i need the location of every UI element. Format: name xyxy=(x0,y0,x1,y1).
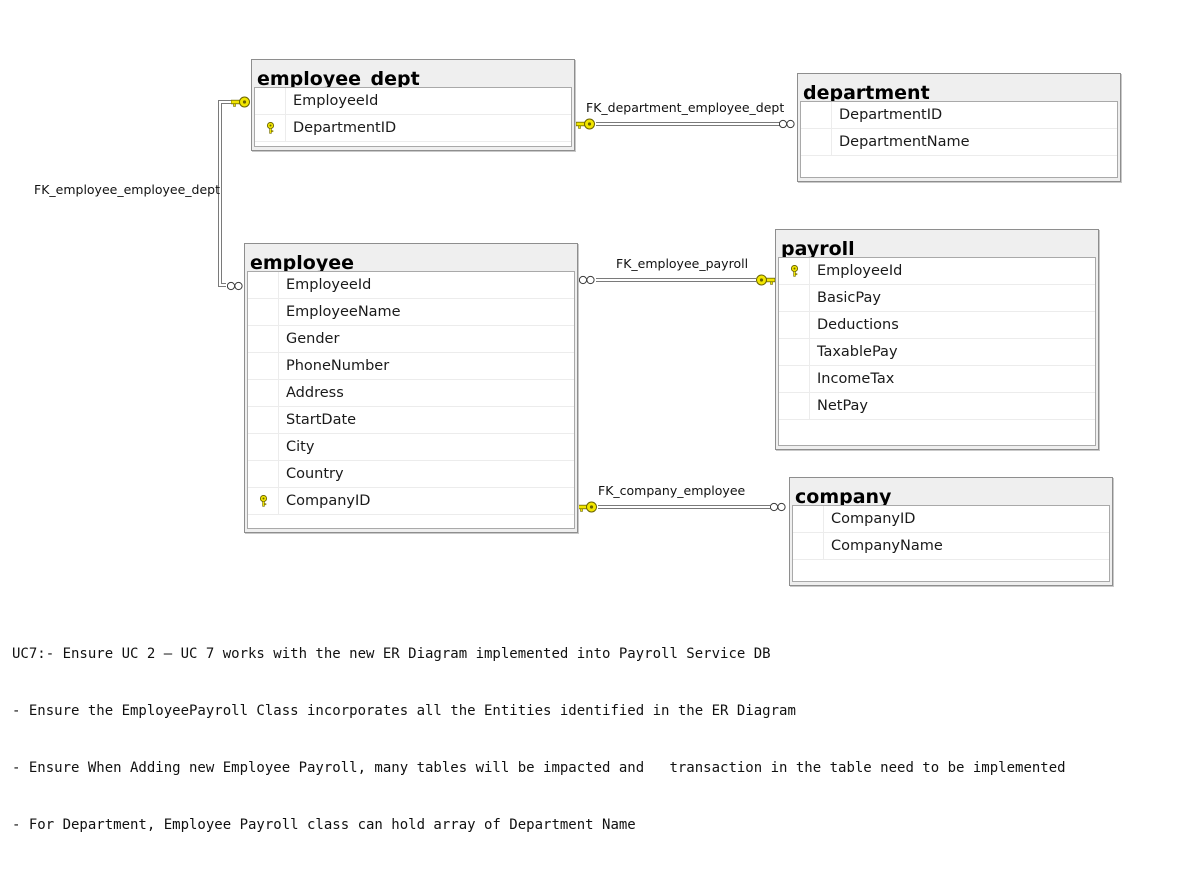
key-cell xyxy=(248,272,279,298)
column-name: IncomeTax xyxy=(817,371,895,387)
key-icon xyxy=(266,119,275,138)
fk-employee-payroll-label[interactable]: FK_employee_payroll xyxy=(616,256,749,271)
key-cell xyxy=(779,393,810,419)
requirements-notes: UC7:- Ensure UC 2 – UC 7 works with the … xyxy=(12,607,1112,873)
column-row[interactable]: Gender xyxy=(248,326,574,353)
column-row[interactable]: CompanyID xyxy=(793,506,1109,533)
key-cell xyxy=(248,434,279,460)
key-cell xyxy=(248,299,279,325)
column-name: NetPay xyxy=(817,398,869,414)
er-diagram-canvas: FK_department_employee_dept FK_employee_… xyxy=(12,59,1121,833)
fk-department-employee-dept-label[interactable]: FK_department_employee_dept xyxy=(586,100,785,115)
column-name: PhoneNumber xyxy=(286,358,390,374)
table-department[interactable]: department DepartmentID DepartmentName xyxy=(797,73,1121,182)
column-name: DepartmentID xyxy=(293,120,397,136)
column-row[interactable]: IncomeTax xyxy=(779,366,1095,393)
key-icon xyxy=(790,262,799,281)
column-name: EmployeeId xyxy=(293,93,379,109)
key-cell xyxy=(248,488,279,514)
column-row[interactable]: TaxablePay xyxy=(779,339,1095,366)
table-title: employee_dept xyxy=(257,68,420,87)
column-row[interactable]: EmployeeId xyxy=(248,272,574,299)
key-cell xyxy=(779,339,810,365)
key-cell xyxy=(793,533,824,559)
column-name: EmployeeId xyxy=(286,277,372,293)
key-cell xyxy=(801,102,832,128)
fk-employee-employee-dept-label[interactable]: FK_employee_employee_dept xyxy=(34,182,220,197)
column-row[interactable]: DepartmentName xyxy=(801,129,1117,156)
fk-employee-employee-dept-line[interactable] xyxy=(218,96,250,291)
table-title: payroll xyxy=(781,238,855,257)
column-name: Address xyxy=(286,385,344,401)
key-cell xyxy=(248,326,279,352)
key-cell xyxy=(779,312,810,338)
column-name: BasicPay xyxy=(817,290,881,306)
relationship-lines xyxy=(218,96,795,513)
column-list: CompanyID CompanyName xyxy=(792,505,1110,582)
column-row[interactable]: Deductions xyxy=(779,312,1095,339)
key-cell xyxy=(779,258,810,284)
column-row[interactable]: City xyxy=(248,434,574,461)
key-icon xyxy=(259,492,268,511)
column-list: DepartmentID DepartmentName xyxy=(800,101,1118,178)
key-cell xyxy=(248,407,279,433)
column-row[interactable]: CompanyID xyxy=(248,488,574,515)
column-row[interactable]: DepartmentID xyxy=(255,115,571,142)
column-row[interactable]: EmployeeId xyxy=(255,88,571,115)
column-name: Country xyxy=(286,466,344,482)
key-cell xyxy=(248,353,279,379)
column-row[interactable]: Country xyxy=(248,461,574,488)
key-cell xyxy=(248,380,279,406)
column-name: City xyxy=(286,439,315,455)
column-row[interactable]: EmployeeName xyxy=(248,299,574,326)
column-row[interactable]: DepartmentID xyxy=(801,102,1117,129)
column-row[interactable]: EmployeeId xyxy=(779,258,1095,285)
key-cell xyxy=(248,461,279,487)
fk-department-employee-dept-line[interactable] xyxy=(576,118,795,130)
column-name: CompanyID xyxy=(831,511,916,527)
key-cell xyxy=(255,115,286,141)
table-title: company xyxy=(795,486,892,505)
key-cell xyxy=(801,129,832,155)
column-row[interactable]: CompanyName xyxy=(793,533,1109,560)
column-name: StartDate xyxy=(286,412,357,428)
column-row[interactable]: StartDate xyxy=(248,407,574,434)
note-line: - Ensure the EmployeePayroll Class incor… xyxy=(12,703,796,719)
key-cell xyxy=(779,285,810,311)
column-name: DepartmentName xyxy=(839,134,970,150)
column-name: EmployeeId xyxy=(817,263,903,279)
note-line: UC7:- Ensure UC 2 – UC 7 works with the … xyxy=(12,646,771,662)
column-name: TaxablePay xyxy=(817,344,898,360)
fk-company-employee-label[interactable]: FK_company_employee xyxy=(598,483,746,498)
key-cell xyxy=(255,88,286,114)
column-row[interactable]: Address xyxy=(248,380,574,407)
note-line: - For Department, Employee Payroll class… xyxy=(12,817,636,833)
table-title: employee xyxy=(250,252,355,271)
key-cell xyxy=(779,366,810,392)
column-row[interactable]: PhoneNumber xyxy=(248,353,574,380)
note-line: - Ensure When Adding new Employee Payrol… xyxy=(12,760,1066,776)
table-company[interactable]: company CompanyID CompanyName xyxy=(789,477,1113,586)
key-cell xyxy=(793,506,824,532)
column-name: CompanyID xyxy=(286,493,371,509)
column-name: Deductions xyxy=(817,317,899,333)
column-name: Gender xyxy=(286,331,340,347)
column-name: EmployeeName xyxy=(286,304,401,320)
fk-company-employee-line[interactable] xyxy=(578,501,786,513)
column-name: DepartmentID xyxy=(839,107,943,123)
column-name: CompanyName xyxy=(831,538,943,554)
column-row[interactable]: BasicPay xyxy=(779,285,1095,312)
column-row[interactable]: NetPay xyxy=(779,393,1095,420)
fk-employee-payroll-line[interactable] xyxy=(579,274,775,286)
table-title: department xyxy=(803,82,930,101)
